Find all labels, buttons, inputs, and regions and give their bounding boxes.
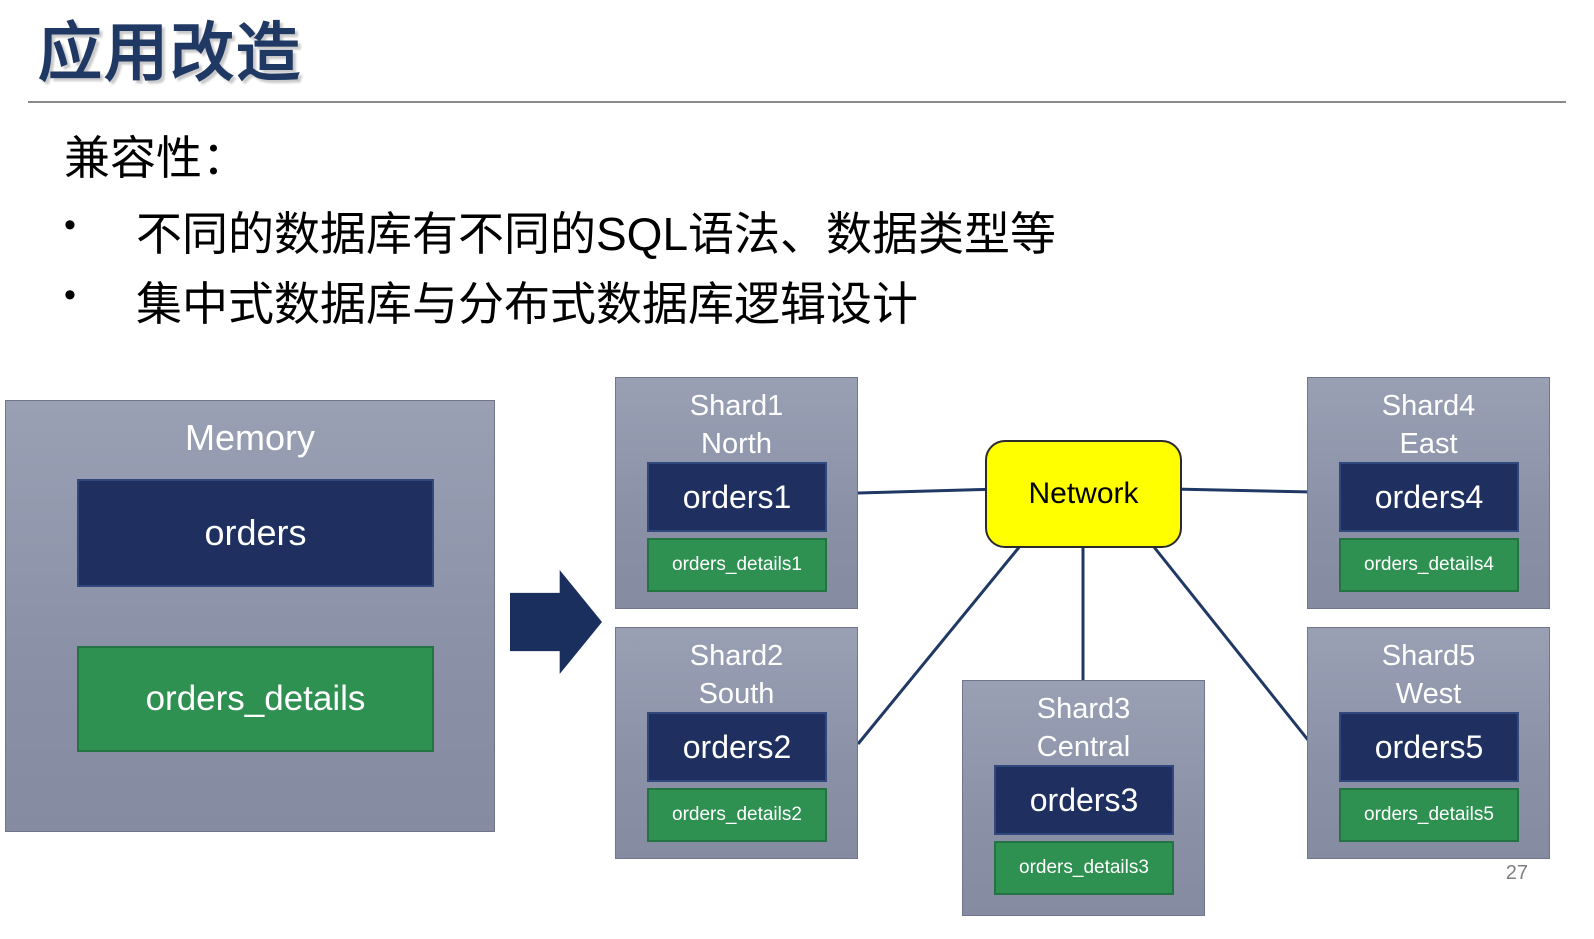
bullet-text: 集中式数据库与分布式数据库逻辑设计 (136, 278, 918, 330)
memory-label: Memory (184, 417, 315, 458)
shard3-title: Shard3 Central (963, 690, 1204, 766)
shard-name: Shard2 (689, 640, 784, 672)
page-title: 应用改造 (38, 17, 302, 89)
shard-name: Shard1 (689, 390, 784, 422)
shard1-title: Shard1 North (616, 387, 857, 463)
shard-region: East (1399, 428, 1458, 460)
shard2-orders-table: orders2 (647, 712, 827, 782)
shard1-box: Shard1 North orders1 orders_details1 (615, 377, 858, 609)
shard5-orders-table: orders5 (1339, 712, 1519, 782)
shard3-details-table: orders_details3 (994, 841, 1174, 895)
bullet-marker: • (64, 276, 76, 314)
shard2-box: Shard2 South orders2 orders_details2 (615, 627, 858, 859)
connector-line-shard1 (857, 487, 1001, 495)
shard-region: North (701, 428, 772, 460)
compatibility-heading: 兼容性： (64, 132, 248, 184)
shard2-title: Shard2 South (616, 637, 857, 713)
bullet-item-1: • 不同的数据库有不同的SQL语法、数据类型等 (64, 198, 1056, 264)
title-divider (28, 101, 1566, 103)
orders-details-table: orders_details (77, 646, 434, 752)
shard-region: South (698, 678, 775, 710)
memory-box: Memory orders orders_details (5, 400, 495, 832)
connector-line-shard4 (1171, 487, 1313, 494)
bullet-marker: • (64, 206, 76, 244)
page-number: 27 (1505, 862, 1528, 884)
shard-region: Central (1036, 731, 1131, 763)
shard-name: Shard4 (1381, 390, 1476, 422)
shard2-details-table: orders_details2 (647, 788, 827, 842)
shard3-orders-table: orders3 (994, 765, 1174, 835)
right-arrow-icon (510, 570, 602, 674)
shard1-details-table: orders_details1 (647, 538, 827, 592)
shard5-box: Shard5 West orders5 orders_details5 (1307, 627, 1550, 859)
shard1-orders-table: orders1 (647, 462, 827, 532)
shard4-orders-table: orders4 (1339, 462, 1519, 532)
shard-name: Shard5 (1381, 640, 1476, 672)
shard5-title: Shard5 West (1308, 637, 1549, 713)
bullet-item-2: • 集中式数据库与分布式数据库逻辑设计 (64, 268, 918, 334)
shard3-box: Shard3 Central orders3 orders_details3 (962, 680, 1205, 916)
shard5-details-table: orders_details5 (1339, 788, 1519, 842)
shard4-title: Shard4 East (1308, 387, 1549, 463)
shard4-box: Shard4 East orders4 orders_details4 (1307, 377, 1550, 609)
shard4-details-table: orders_details4 (1339, 538, 1519, 592)
shard-region: West (1395, 678, 1462, 710)
bullet-text: 不同的数据库有不同的SQL语法、数据类型等 (136, 208, 1057, 260)
network-node: Network (985, 440, 1182, 548)
orders-table: orders (77, 479, 434, 587)
shard-name: Shard3 (1036, 693, 1131, 725)
